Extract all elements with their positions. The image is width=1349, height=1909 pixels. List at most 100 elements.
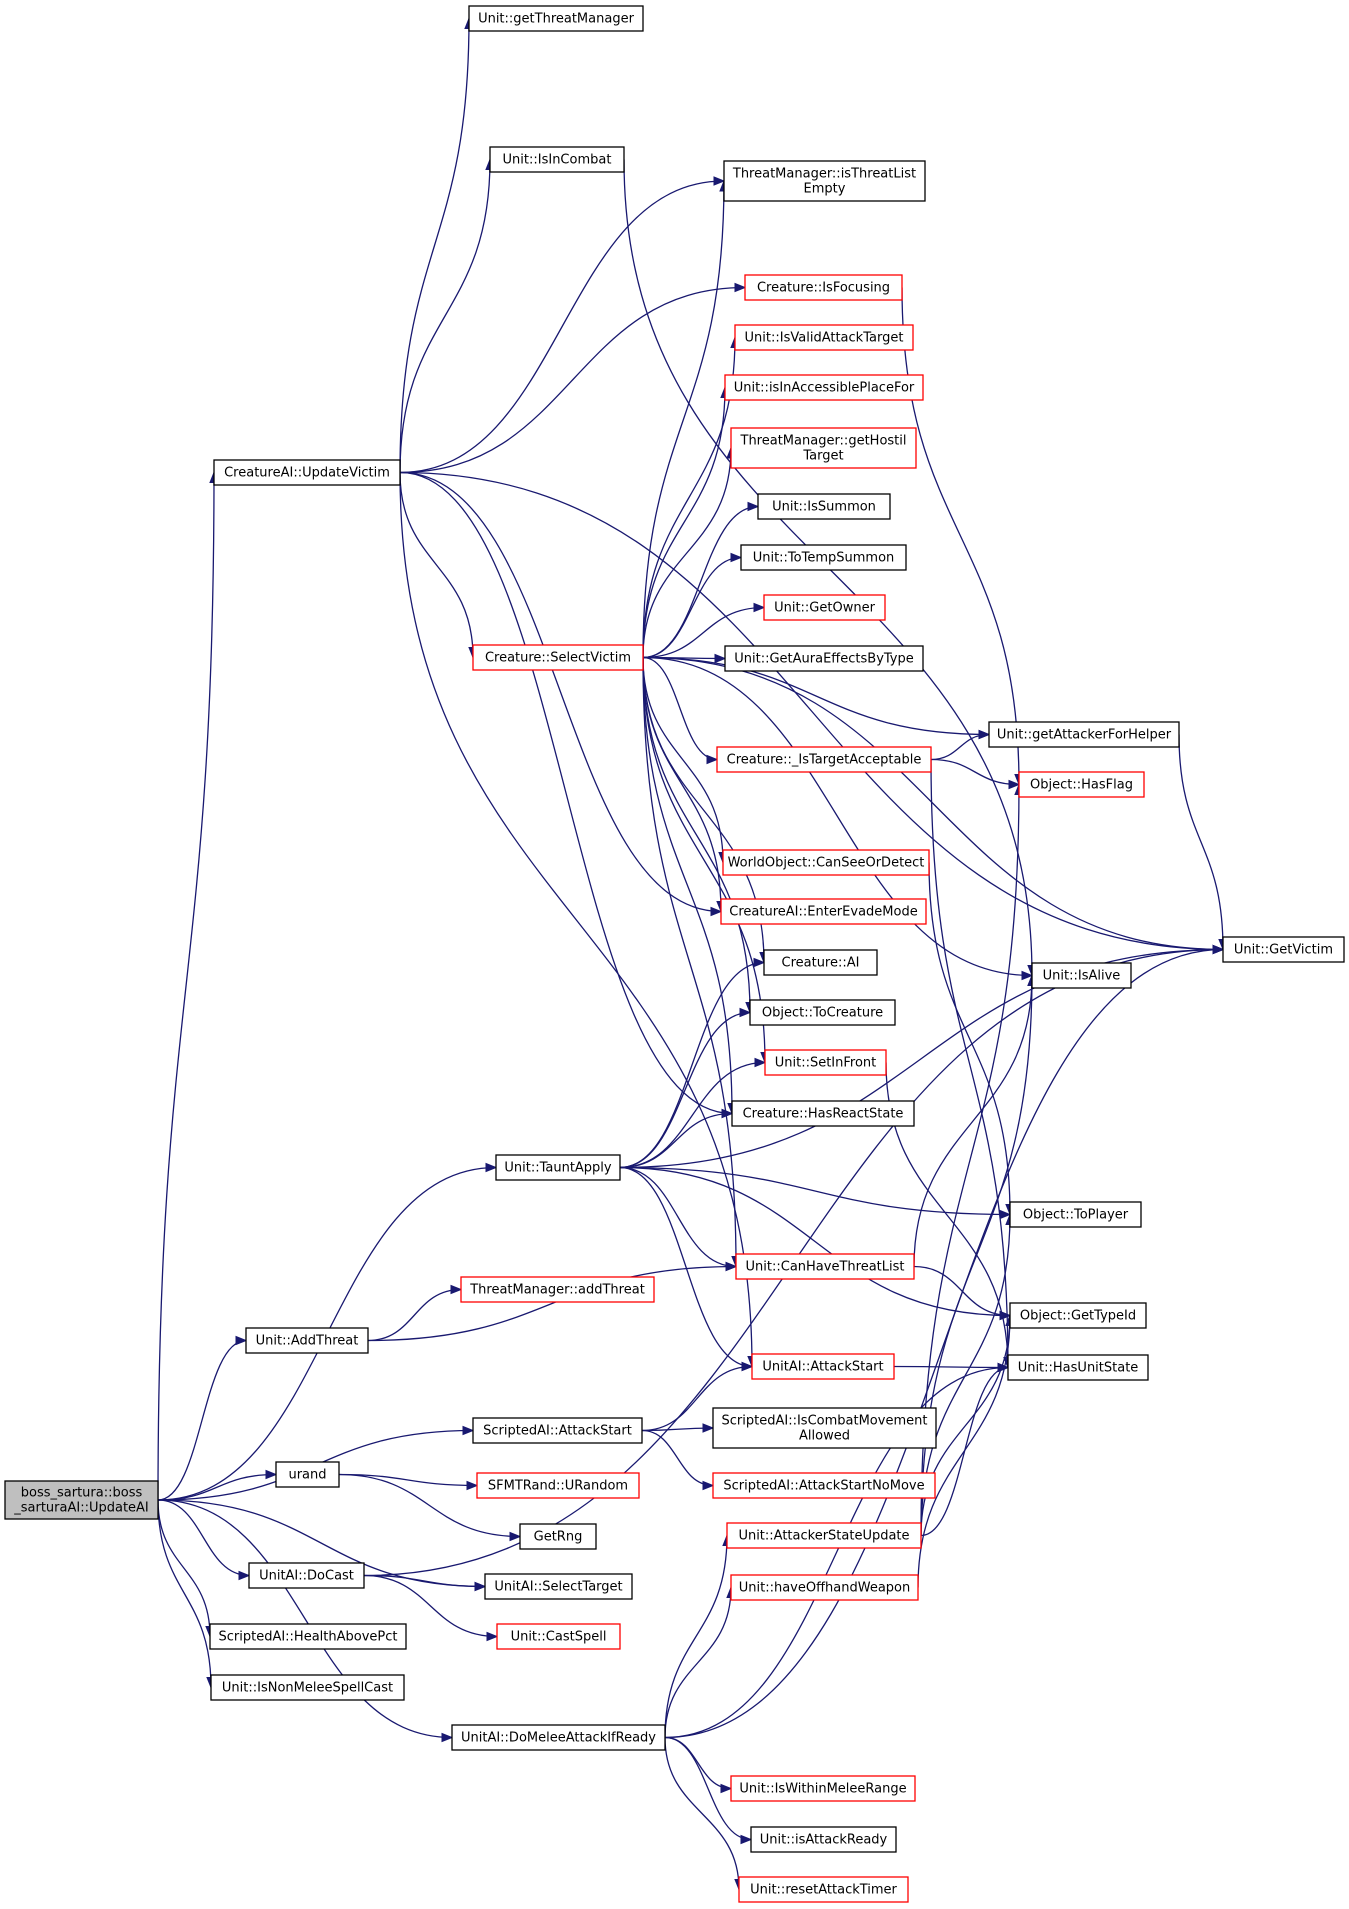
edge-selectVictim-to-toCreature	[642, 657, 755, 1014]
node-selectTarget[interactable]: UnitAI::SelectTarget	[484, 1573, 633, 1600]
node-label: Unit::GetAuraEffectsByType	[734, 652, 914, 667]
edge-selectVictim-to-isTargetAcceptable	[642, 656, 719, 765]
edge-selectVictim-to-isAlive	[642, 656, 1034, 981]
node-getRng[interactable]: GetRng	[519, 1523, 597, 1550]
edge-attackStartAI-to-hasUnitState	[893, 1362, 1010, 1373]
edge-updateVictim-to-attackStartAI	[399, 472, 757, 1368]
node-urand[interactable]: urand	[275, 1461, 340, 1488]
node-doCast[interactable]: UnitAI::DoCast	[248, 1562, 365, 1589]
node-label: Unit::IsAlive	[1043, 969, 1121, 984]
node-isNonMeleeSpellCast[interactable]: Unit::IsNonMeleeSpellCast	[210, 1674, 405, 1701]
node-toCreature[interactable]: Object::ToCreature	[749, 999, 896, 1026]
node-label: Unit::haveOffhandWeapon	[739, 1581, 911, 1596]
node-setInFront[interactable]: Unit::SetInFront	[764, 1049, 887, 1076]
edge-selectVictim-to-toTempSummon	[642, 552, 743, 659]
edge-doMeleeAttackIfReady-to-getVictim	[664, 944, 1225, 1739]
node-getThreatManager[interactable]: Unit::getThreatManager	[468, 5, 644, 32]
node-hasReactState[interactable]: Creature::HasReactState	[731, 1100, 915, 1127]
edge-selectVictim-to-getHostilTarget	[642, 446, 736, 658]
node-label: Unit::SetInFront	[775, 1056, 877, 1071]
edge-urand-to-uRandom	[338, 1473, 479, 1491]
node-label: SFMTRand::URandom	[488, 1479, 628, 1494]
edge-selectVictim-to-hasReactState	[642, 657, 737, 1115]
node-isValidAttackTarget[interactable]: Unit::IsValidAttackTarget	[734, 324, 914, 351]
node-hasFlag[interactable]: Object::HasFlag	[1018, 771, 1145, 798]
node-haveOffhandWeapon[interactable]: Unit::haveOffhandWeapon	[730, 1574, 919, 1601]
node-label: urand	[288, 1468, 326, 1483]
node-creatureAI[interactable]: Creature::AI	[763, 949, 878, 976]
node-label: Unit::resetAttackTimer	[750, 1883, 897, 1898]
node-tauntApply[interactable]: Unit::TauntApply	[495, 1154, 621, 1181]
edge-canSeeOrDetect-to-toPlayer	[928, 862, 1015, 1216]
node-label: ScriptedAI::HealthAbovePct	[218, 1630, 397, 1645]
edge-updateVictim-to-getThreatManager	[399, 17, 474, 473]
edge-addThreat-to-addThreatTM	[367, 1284, 463, 1342]
node-label: boss_sartura::boss	[21, 1486, 143, 1501]
node-castSpell[interactable]: Unit::CastSpell	[496, 1623, 621, 1650]
node-isAlive[interactable]: Unit::IsAlive	[1031, 962, 1132, 989]
node-label: Unit::AddThreat	[256, 1334, 359, 1349]
edge-updateVictim-to-isFocusing	[399, 282, 747, 474]
node-healthAbovePct[interactable]: ScriptedAI::HealthAbovePct	[209, 1623, 407, 1650]
node-label: Creature::IsFocusing	[757, 281, 890, 296]
edge-tauntApply-to-hasReactState	[619, 1108, 734, 1169]
node-label: Unit::getAttackerForHelper	[997, 728, 1172, 743]
node-getOwner[interactable]: Unit::GetOwner	[763, 594, 886, 621]
node-getVictim[interactable]: Unit::GetVictim	[1222, 936, 1345, 963]
edge-doMeleeAttackIfReady-to-attackerStateUpdate	[664, 1534, 732, 1738]
node-hasUnitState[interactable]: Unit::HasUnitState	[1007, 1354, 1149, 1381]
node-isTargetAcceptable[interactable]: Creature::_IsTargetAcceptable	[716, 746, 932, 773]
node-label: Unit::AttackerStateUpdate	[738, 1529, 909, 1544]
node-getTypeId[interactable]: Object::GetTypeId	[1009, 1302, 1147, 1329]
node-enterEvadeMode[interactable]: CreatureAI::EnterEvadeMode	[720, 898, 927, 925]
node-label: Creature::SelectVictim	[485, 651, 631, 666]
edge-attackStartSAI-to-attackStartAI	[641, 1361, 754, 1432]
node-label: CreatureAI::EnterEvadeMode	[729, 905, 917, 920]
node-isAttackReady[interactable]: Unit::isAttackReady	[750, 1826, 897, 1853]
node-root[interactable]: boss_sartura::boss_sarturaAI::UpdateAI	[4, 1480, 159, 1520]
node-label: UnitAI::DoMeleeAttackIfReady	[461, 1731, 656, 1746]
node-label: Unit::IsValidAttackTarget	[745, 331, 904, 346]
edge-isTargetAcceptable-to-hasFlag	[930, 758, 1021, 790]
node-label: Unit::isAttackReady	[760, 1833, 888, 1848]
edge-haveOffhandWeapon-to-getTypeId	[917, 1314, 1015, 1588]
node-label: Object::ToCreature	[762, 1006, 883, 1021]
node-label: Unit::IsInCombat	[503, 153, 612, 168]
node-doMeleeAttackIfReady[interactable]: UnitAI::DoMeleeAttackIfReady	[451, 1724, 666, 1751]
node-selectVictim[interactable]: Creature::SelectVictim	[472, 644, 644, 671]
node-toPlayer[interactable]: Object::ToPlayer	[1009, 1201, 1142, 1228]
edge-tauntApply-to-toCreature	[619, 1007, 752, 1169]
node-label: UnitAI::DoCast	[259, 1569, 354, 1584]
node-updateVictim[interactable]: CreatureAI::UpdateVictim	[213, 459, 401, 486]
node-isInCombat[interactable]: Unit::IsInCombat	[489, 146, 625, 173]
node-isWithinMeleeRange[interactable]: Unit::IsWithinMeleeRange	[730, 1775, 916, 1802]
edge-doMeleeAttackIfReady-to-resetAttackTimer	[664, 1737, 744, 1891]
node-attackStartSAI[interactable]: ScriptedAI::AttackStart	[472, 1417, 643, 1444]
node-attackerStateUpdate[interactable]: Unit::AttackerStateUpdate	[726, 1522, 922, 1549]
node-canHaveThreatList[interactable]: Unit::CanHaveThreatList	[735, 1253, 915, 1280]
node-isFocusing[interactable]: Creature::IsFocusing	[744, 274, 903, 301]
edge-tauntApply-to-toPlayer	[619, 1166, 1012, 1220]
node-toTempSummon[interactable]: Unit::ToTempSummon	[740, 544, 907, 571]
node-label: ThreatManager::isThreatList	[732, 167, 916, 182]
edge-root-to-doMeleeAttackIfReady	[157, 1499, 454, 1743]
node-attackStartAI[interactable]: UnitAI::AttackStart	[751, 1353, 895, 1380]
node-label: Allowed	[799, 1429, 850, 1444]
node-uRandom[interactable]: SFMTRand::URandom	[476, 1472, 640, 1499]
node-label: Unit::IsNonMeleeSpellCast	[222, 1681, 393, 1696]
node-attackStartNoMove[interactable]: ScriptedAI::AttackStartNoMove	[712, 1472, 936, 1499]
node-isSummon[interactable]: Unit::IsSummon	[757, 493, 891, 520]
node-addThreatTM[interactable]: ThreatManager::addThreat	[460, 1276, 655, 1303]
edge-addThreat-to-canHaveThreatList	[367, 1261, 738, 1342]
node-getAuraEffectsByType[interactable]: Unit::GetAuraEffectsByType	[724, 645, 924, 672]
node-resetAttackTimer[interactable]: Unit::resetAttackTimer	[738, 1876, 909, 1903]
node-canSeeOrDetect[interactable]: WorldObject::CanSeeOrDetect	[722, 849, 930, 876]
node-getAttackerForHelper[interactable]: Unit::getAttackerForHelper	[988, 721, 1180, 748]
node-isInAccessiblePlaceFor[interactable]: Unit::isInAccessiblePlaceFor	[724, 374, 924, 401]
node-addThreat[interactable]: Unit::AddThreat	[245, 1327, 369, 1354]
edge-updateVictim-to-enterEvadeMode	[399, 471, 723, 917]
